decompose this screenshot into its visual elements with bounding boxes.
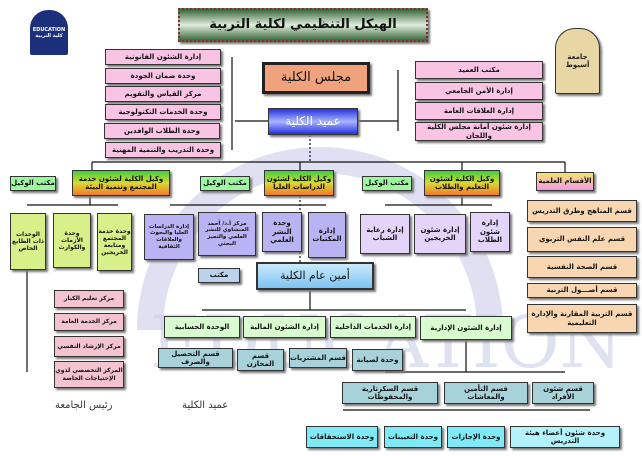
admin-department[interactable]: إدارة الخدمات الداخلية: [330, 316, 416, 338]
secretary-general[interactable]: أمين عام الكلية: [256, 262, 374, 290]
postgrad-unit[interactable]: وحدة النشر العلمي: [262, 212, 302, 252]
admin-subsection[interactable]: وحدة لصيانة: [352, 349, 403, 371]
education-unit[interactable]: إدارة شئون الطلاب: [470, 212, 510, 252]
vice-dean-postgrad[interactable]: وكيل الكلية لشئون الدراسات العليا: [264, 170, 334, 196]
admin-subsection[interactable]: قسم المخازن: [237, 349, 284, 371]
vice-office[interactable]: مكتب الوكيل: [362, 176, 412, 191]
community-unit[interactable]: الوحدات ذات الطابع الخاص: [10, 213, 46, 270]
department[interactable]: قسم المناهج وطرق التدريس: [527, 200, 637, 222]
faculty-logo: EDUCATION كلية التربية: [30, 10, 68, 55]
faculty-dean[interactable]: عميد الكلية: [268, 108, 358, 135]
department[interactable]: قسم التربية المقارنة والإدارة التعليمية: [527, 304, 637, 333]
personnel-unit[interactable]: وحدة الاستحقاقات: [306, 426, 378, 448]
academic-departments[interactable]: الأقسام العلمية: [536, 172, 594, 191]
dean-left-unit[interactable]: وحدة الخدمات التكنولوجية: [105, 104, 221, 120]
admin-section[interactable]: قسم شئون الأفراد: [532, 382, 594, 404]
dean-left-unit[interactable]: مركز القياس والتقويم: [105, 86, 221, 102]
dean-right-unit[interactable]: مكتب العميد: [415, 61, 543, 79]
admin-department[interactable]: الوحدة الحسابية: [164, 316, 240, 338]
dean-right-unit[interactable]: إدارة العلاقات العامة: [415, 102, 543, 120]
special-unit[interactable]: المركز التخصصي لذوي الإحتياجات الخاصة: [54, 361, 124, 388]
dean-left-unit[interactable]: إدارة الشئون القانونية: [105, 49, 221, 65]
special-unit[interactable]: مركز تعليم الكبار: [54, 290, 124, 308]
dean-right-unit[interactable]: إدارة شئون أمانة مجلس الكلية واللجان: [415, 122, 543, 141]
postgrad-unit[interactable]: مركز أ.د/ أحمد المنشاوي للنشر العلمي وال…: [198, 212, 256, 256]
vice-dean-education[interactable]: وكيل الكلية لشئون التعليم والطلاب: [424, 170, 500, 196]
dean-left-unit[interactable]: وحدة ضمان الجودة: [105, 68, 221, 84]
postgrad-unit[interactable]: إدارة المكتبات: [308, 212, 346, 258]
education-unit[interactable]: إدارة شئون الخريجين: [414, 214, 466, 254]
special-unit[interactable]: مركز الإرشاد النفسي: [54, 336, 124, 357]
department[interactable]: قسم الصحة النفسية: [527, 256, 637, 278]
secretary-office[interactable]: مكتب: [198, 268, 240, 283]
personnel-unit[interactable]: وحدة الإجازات: [447, 426, 505, 448]
caption-dean: عميد الكلية: [182, 400, 229, 411]
education-unit[interactable]: إدارة رعاية الشباب: [360, 214, 410, 254]
department[interactable]: قسم علم النفس التربوي: [527, 227, 637, 252]
dean-left-unit[interactable]: وحدة الطلاب الوافدين: [104, 123, 220, 139]
dean-left-unit[interactable]: وحدة التدريب والتنمية المهنية: [105, 142, 221, 158]
community-unit[interactable]: وحدة خدمة المجتمع ومتابعة الخريجين: [97, 213, 132, 271]
postgrad-unit[interactable]: إدارة الدراسات العليا والبحوث والعلاقات …: [144, 214, 194, 260]
connector-lines: [26, 57, 590, 411]
caption-president: رئيس الجامعة: [55, 400, 113, 411]
university-logo: جامعة أسيوط: [555, 28, 600, 94]
admin-subsection[interactable]: قسم المشتريات: [289, 348, 347, 368]
vice-dean-community[interactable]: وكيل الكلية لشئون خدمة المجتمع وتنمية ال…: [72, 170, 170, 196]
vice-office[interactable]: مكتب الوكيل: [10, 176, 56, 191]
admin-section[interactable]: قسم التأمين والمعاشات: [444, 382, 528, 404]
faculty-council[interactable]: مجلس الكلية: [262, 62, 370, 94]
community-unit[interactable]: وحدة الأزمات والكوارث: [53, 213, 91, 268]
special-unit[interactable]: مركز الخدمة العامة: [54, 313, 124, 331]
dean-right-unit[interactable]: إدارة الأمن الجامعي: [415, 82, 543, 100]
vice-office[interactable]: مكتب الوكيل: [200, 176, 250, 191]
admin-department[interactable]: إدارة الشئون الإدارية: [420, 316, 512, 340]
title-banner: الهيكل التنظيمي لكلية التربية: [178, 8, 428, 42]
admin-department[interactable]: إدارة الشئون المالية: [243, 316, 326, 338]
personnel-unit[interactable]: وحدة التعيينات: [384, 426, 442, 448]
personnel-unit[interactable]: وحدة شئون أعضاء هيئة التدريس: [510, 426, 620, 448]
department[interactable]: قسم أصـــول التربية: [527, 283, 637, 298]
admin-section[interactable]: قسم السكرتارية والمحفوظات: [342, 382, 438, 404]
admin-subsection[interactable]: قسم التحصيل والصرف: [158, 348, 233, 368]
